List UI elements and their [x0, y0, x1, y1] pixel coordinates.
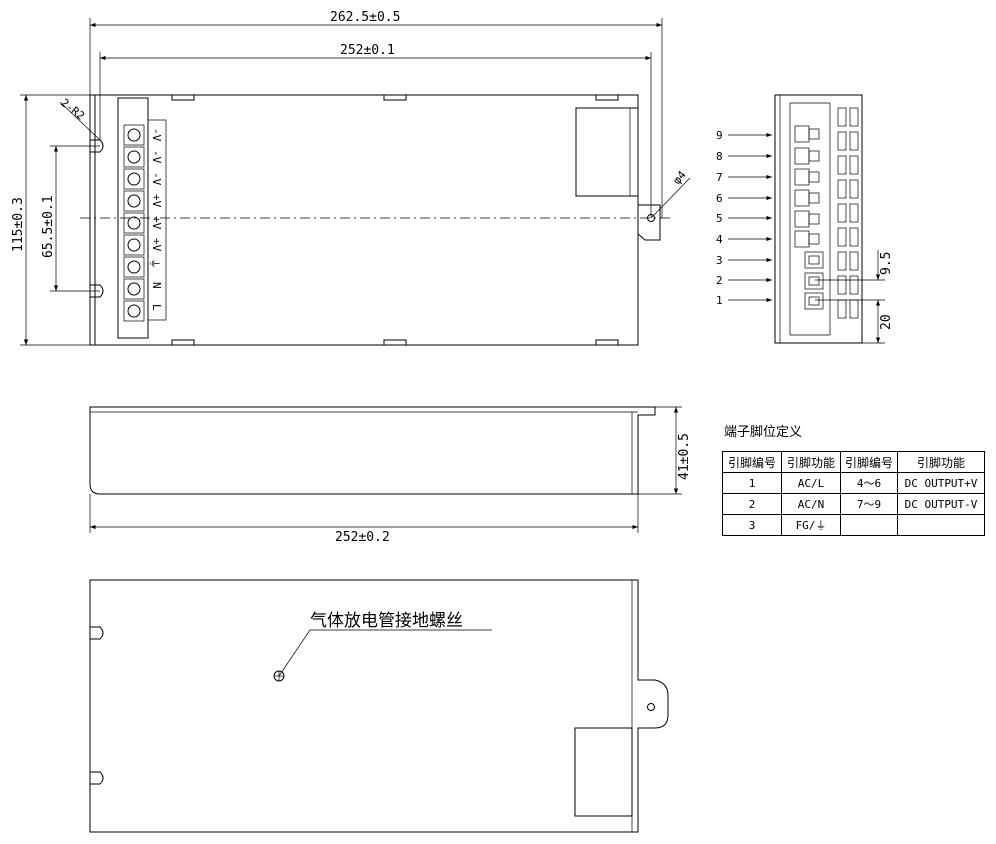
table-row: 3 FG/⏚ [722, 514, 986, 536]
table-header: 引脚编号 [722, 451, 782, 473]
pin-number-2: 2 [716, 274, 723, 287]
terminal-label-9: L [150, 304, 163, 311]
pin-number-4: 4 [716, 233, 723, 246]
table-header: 引脚功能 [897, 451, 986, 473]
terminal-label-6: +V [150, 238, 163, 252]
table-cell: FG/⏚ [781, 514, 841, 536]
dim-overall-length: 262.5±0.5 [330, 10, 400, 25]
pin-number-3: 3 [716, 254, 723, 267]
dim-side-length: 252±0.2 [335, 530, 390, 545]
grounding-note: 气体放电管接地螺丝 [310, 611, 463, 631]
table-cell [839, 514, 899, 536]
pin-number-9: 9 [716, 129, 723, 142]
terminal-label-4: +V [150, 194, 163, 208]
terminal-label-3: -V [150, 172, 163, 186]
terminal-label-2: -V [150, 150, 163, 164]
top-view: -V -V -V +V +V +V ⏚ N L [80, 94, 670, 346]
terminal-screws [123, 124, 145, 322]
dim-height: 115±0.3 [11, 197, 26, 252]
dim-hole-spacing: 252±0.1 [340, 43, 395, 58]
table-cell: AC/N [781, 493, 841, 515]
table-title: 端子脚位定义 [724, 425, 803, 440]
dim-side-height: 41±0.5 [677, 433, 692, 480]
terminal-label-5: +V [150, 216, 163, 230]
table-cell: 7～9 [839, 493, 899, 515]
dim-corner-radius: 2-R2 [58, 96, 87, 123]
pin-number-5: 5 [716, 212, 723, 225]
end-view: 9 8 7 6 5 4 3 2 1 9.5 20 [716, 94, 894, 344]
side-view: 41±0.5 252±0.2 [89, 406, 692, 545]
dim-slot-spacing: 65.5±0.1 [41, 195, 56, 258]
pin-numbers: 9 8 7 6 5 4 3 2 1 [716, 129, 723, 307]
terminal-labels: -V -V -V +V +V +V ⏚ N L [148, 128, 163, 311]
table-cell: 2 [722, 493, 782, 515]
table-row: 1 AC/L 4～6 DC OUTPUT+V [722, 472, 986, 494]
table-row: 2 AC/N 7～9 DC OUTPUT-V [722, 493, 986, 515]
terminal-label-7: ⏚ [148, 258, 161, 269]
bottom-view: 气体放电管接地螺丝 [89, 579, 669, 833]
top-view-dimensions: 262.5±0.5 252±0.1 2-R2 115±0.3 65.5±0.1 … [11, 10, 691, 346]
table-cell: 3 [722, 514, 782, 536]
pin-number-8: 8 [716, 150, 723, 163]
table-header: 引脚编号 [839, 451, 899, 473]
vent-slots [837, 107, 859, 319]
pin-number-1: 1 [716, 294, 723, 307]
pin-definition-table: 引脚编号 引脚功能 引脚编号 引脚功能 1 AC/L 4～6 DC OUTPUT… [722, 451, 986, 536]
dim-pitch: 9.5 [879, 252, 894, 275]
pin-arrows [728, 132, 772, 303]
dim-bottom-offset: 20 [879, 314, 894, 330]
end-terminals [794, 125, 824, 310]
table-cell: DC OUTPUT+V [897, 472, 986, 494]
pin-number-7: 7 [716, 171, 723, 184]
table-cell: 1 [722, 472, 782, 494]
table-cell: 4～6 [839, 472, 899, 494]
table-header: 引脚功能 [781, 451, 841, 473]
table-cell [897, 514, 986, 536]
dim-hole-diameter: φ4 [670, 168, 689, 187]
table-cell: AC/L [781, 472, 841, 494]
table-cell: DC OUTPUT-V [897, 493, 986, 515]
table-header-row: 引脚编号 引脚功能 引脚编号 引脚功能 [722, 451, 986, 473]
terminal-label-8: N [150, 282, 163, 289]
pin-number-6: 6 [716, 192, 723, 205]
terminal-label-1: -V [150, 128, 163, 142]
